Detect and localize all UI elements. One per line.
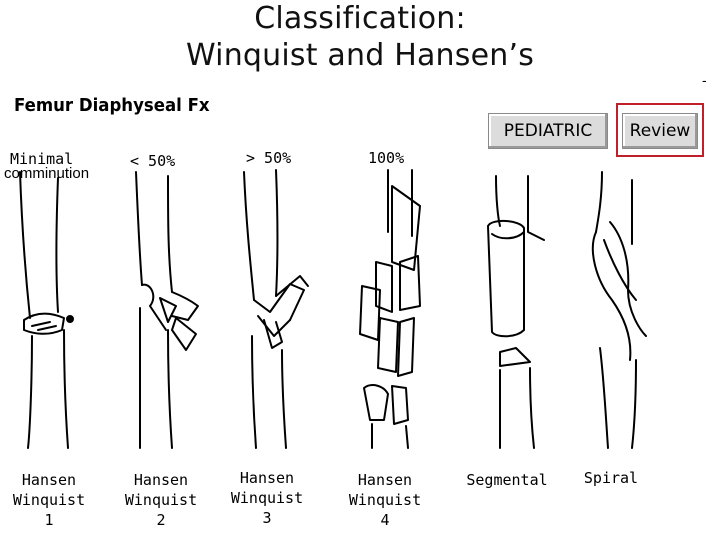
label-100: 100% xyxy=(368,149,405,167)
femur-segmental-drawing xyxy=(487,175,545,449)
caption-type1-line1: Hansen xyxy=(21,471,77,489)
caption-type4-number: 4 xyxy=(380,511,390,529)
caption-spiral-line1: Spiral xyxy=(583,469,639,487)
caption-type3: Hansen Winquist 3 xyxy=(222,468,312,528)
caption-type4-line2: Winquist xyxy=(348,491,422,509)
figure-title: Femur Diaphyseal Fx xyxy=(14,95,210,116)
caption-type3-line1: Hansen xyxy=(239,469,295,487)
label-minimal: Minimal xyxy=(10,150,74,168)
pediatric-button[interactable]: PEDIATRIC xyxy=(488,113,608,149)
caption-type4: Hansen Winquist 4 xyxy=(340,470,430,530)
caption-type3-line2: Winquist xyxy=(230,489,304,507)
caption-type1-number: 1 xyxy=(44,511,54,529)
femur-type4-drawing xyxy=(359,169,421,449)
label-comminution: comminution xyxy=(4,165,90,182)
caption-type1: Hansen Winquist 1 xyxy=(4,470,94,530)
label-gt50: > 50% xyxy=(246,149,292,167)
caption-segmental-line1: Segmental xyxy=(466,471,548,489)
label-lt50: < 50% xyxy=(130,152,176,170)
femur-spiral-drawing xyxy=(591,171,647,449)
caption-type4-line1: Hansen xyxy=(357,471,413,489)
femur-type1-drawing xyxy=(19,171,74,449)
caption-type2-line2: Winquist xyxy=(124,491,198,509)
review-button[interactable]: Review xyxy=(622,113,698,149)
caption-spiral: Spiral xyxy=(566,468,656,488)
femur-type3-drawing xyxy=(243,169,309,449)
caption-type1-line2: Winquist xyxy=(12,491,86,509)
corner-mark: - xyxy=(702,72,707,88)
slide-title-line2: Winquist and Hansen’s xyxy=(185,38,535,73)
femur-type2-drawing xyxy=(135,171,199,449)
review-highlight-box xyxy=(616,103,704,157)
caption-type3-number: 3 xyxy=(262,509,272,527)
caption-type2-number: 2 xyxy=(156,511,166,529)
caption-type2: Hansen Winquist 2 xyxy=(116,470,206,530)
caption-segmental: Segmental xyxy=(462,470,552,490)
slide-title-line1: Classification: xyxy=(254,1,466,36)
caption-type2-line1: Hansen xyxy=(133,471,189,489)
slide-title: Classification: Winquist and Hansen’s xyxy=(0,0,720,74)
